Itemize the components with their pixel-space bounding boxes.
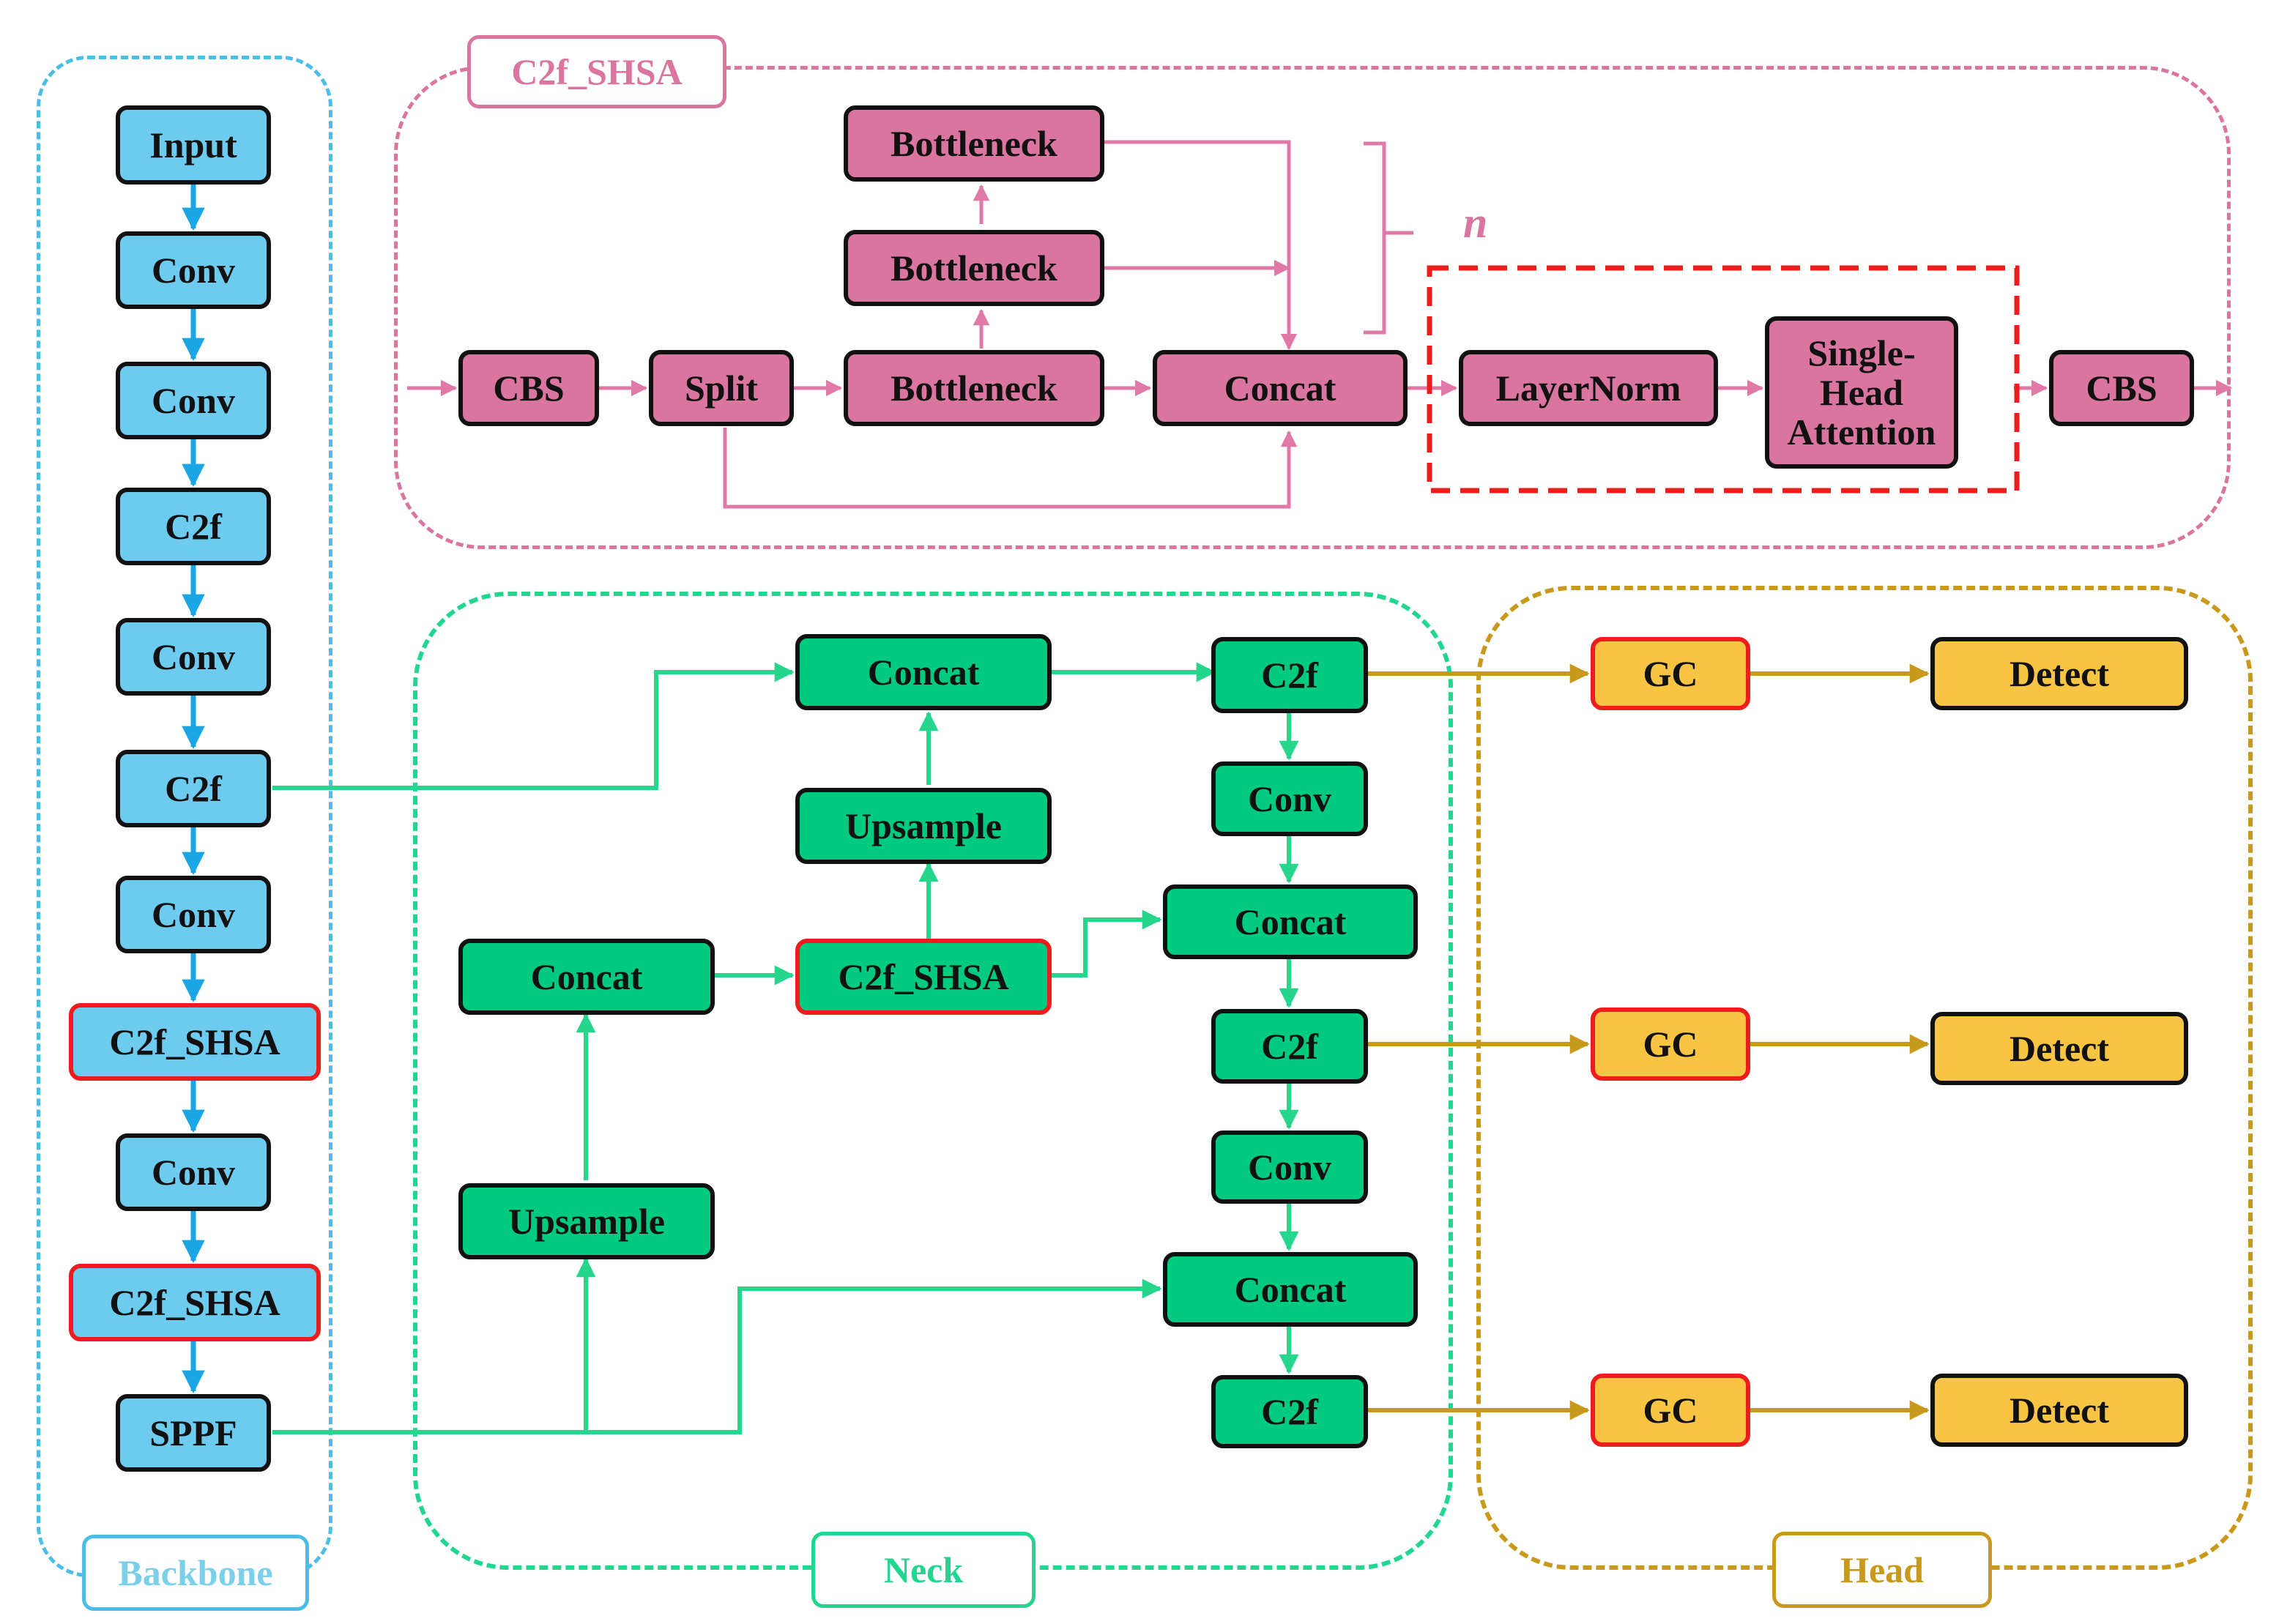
backbone-c2f-shsa-2: C2f_SHSA: [69, 1264, 321, 1341]
shsa-concat: Concat: [1153, 350, 1408, 426]
shsa-split: Split: [649, 350, 794, 426]
head-detect-1: Detect: [1930, 637, 2188, 710]
shsa-layernorm: LayerNorm: [1459, 350, 1718, 426]
head-detect-3: Detect: [1930, 1374, 2188, 1447]
head-gc-3: GC: [1591, 1374, 1750, 1447]
backbone-c2f-shsa-1: C2f_SHSA: [69, 1003, 321, 1081]
neck-concat-left: Concat: [458, 939, 715, 1015]
attention-highlight-box: [1427, 265, 2020, 493]
backbone-conv-1: Conv: [116, 231, 271, 309]
head-arrows: [1368, 663, 1930, 1420]
shsa-bottleneck-2: Bottleneck: [844, 230, 1104, 306]
neck-concat-top: Concat: [795, 634, 1052, 710]
backbone-sppf: SPPF: [116, 1394, 271, 1472]
shsa-bottleneck-3: Bottleneck: [844, 105, 1104, 182]
head-gc-1: GC: [1591, 637, 1750, 710]
backbone-conv-3: Conv: [116, 618, 271, 696]
n-brace: [1364, 141, 1413, 335]
n-repeat-label: n: [1463, 198, 1488, 247]
shsa-arrows: [407, 140, 2233, 509]
neck-arrows: [272, 662, 1299, 1434]
neck-c2f-out-3: C2f: [1211, 1375, 1368, 1448]
backbone-c2f-2: C2f: [116, 750, 271, 827]
head-label: Head: [1772, 1532, 1992, 1608]
backbone-conv-2: Conv: [116, 362, 271, 439]
backbone-label: Backbone: [82, 1535, 309, 1611]
neck-concat-mid: Concat: [1163, 884, 1418, 959]
neck-concat-low: Concat: [1163, 1252, 1418, 1327]
head-gc-2: GC: [1591, 1007, 1750, 1081]
backbone-input: Input: [116, 105, 271, 185]
backbone-c2f-1: C2f: [116, 488, 271, 565]
backbone-conv-4: Conv: [116, 876, 271, 953]
backbone-conv-5: Conv: [116, 1133, 271, 1211]
shsa-cbs-out: CBS: [2049, 350, 2194, 426]
shsa-cbs-in: CBS: [458, 350, 599, 426]
neck-upsample-left: Upsample: [458, 1183, 715, 1259]
neck-conv-a: Conv: [1211, 761, 1368, 836]
shsa-bottleneck-1: Bottleneck: [844, 350, 1104, 426]
c2f-shsa-region: [394, 66, 2231, 549]
head-detect-2: Detect: [1930, 1012, 2188, 1085]
c2f-shsa-label: C2f_SHSA: [467, 35, 726, 108]
shsa-single-head-attention: Single- Head Attention: [1765, 316, 1958, 469]
neck-c2f-out-2: C2f: [1211, 1009, 1368, 1084]
neck-c2f-out-1: C2f: [1211, 637, 1368, 713]
neck-upsample-top: Upsample: [795, 788, 1052, 864]
neck-conv-b: Conv: [1211, 1131, 1368, 1204]
neck-label: Neck: [811, 1532, 1036, 1608]
neck-c2f-shsa: C2f_SHSA: [795, 939, 1052, 1015]
